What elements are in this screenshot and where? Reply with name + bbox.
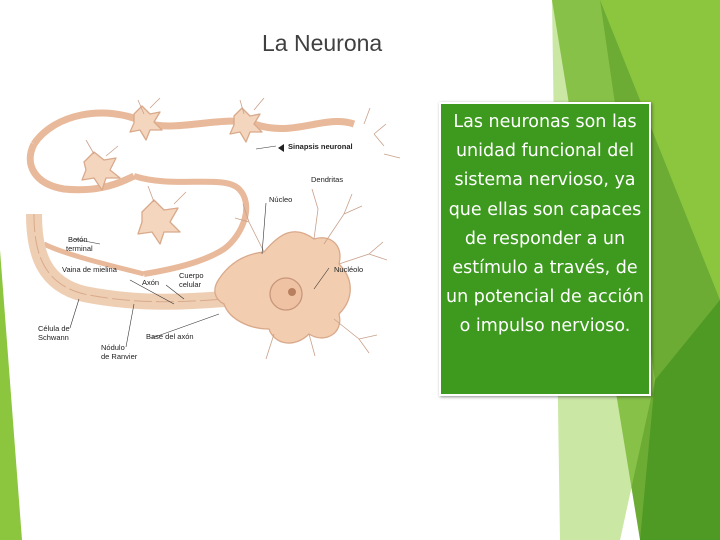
label-synapse: Sinapsis neuronal [288,142,353,151]
label-axon: Axón [142,278,159,287]
label-schwann-2: Schwann [38,333,69,342]
label-body-2: celular [179,280,202,289]
label-terminal-1: Botón [68,235,88,244]
label-ranvier-2: de Ranvier [101,352,138,361]
description-box: Las neuronas son las unidad funcional de… [439,102,651,396]
neuron-diagram: Sinapsis neuronal Dendritas Núcleo Botón… [24,94,409,366]
synapse-arrow-icon [278,144,284,152]
label-ranvier-1: Nódulo [101,343,125,352]
slide-title: La Neurona [262,30,382,57]
left-green-sliver [0,250,22,540]
label-myelin: Vaina de mielina [62,265,118,274]
label-axon-base: Base del axón [146,332,194,341]
label-terminal-2: terminal [66,244,93,253]
label-body-1: Cuerpo [179,271,204,280]
label-nucleus: Núcleo [269,195,292,204]
label-schwann-1: Célula de [38,324,70,333]
label-dendrites: Dendritas [311,175,343,184]
label-nucleolus: Nucléolo [334,265,363,274]
